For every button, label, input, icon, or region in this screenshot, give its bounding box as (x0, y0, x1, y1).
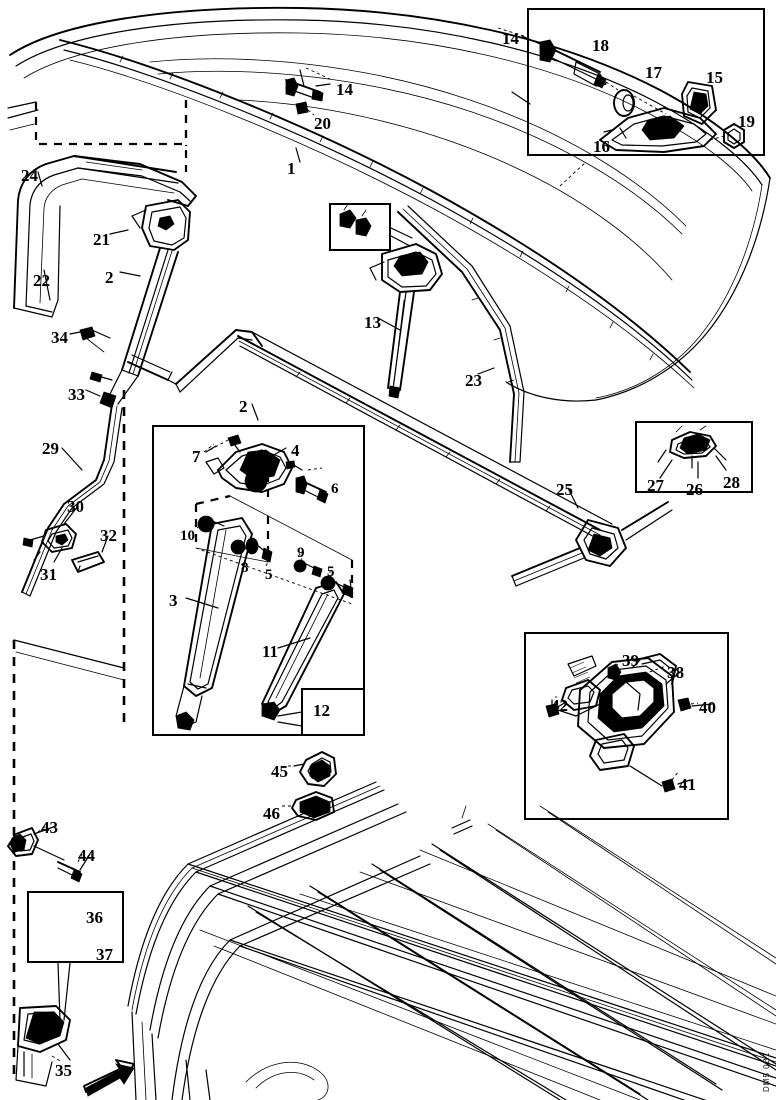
roof-frame-structure (127, 781, 776, 1100)
callout-number-29: 29 (42, 439, 59, 458)
callout-number-2: 2 (105, 268, 114, 287)
inset-bolt-detail-upper-right-art (497, 27, 745, 187)
callout-number-7: 7 (192, 447, 201, 466)
callout-number-2: 2 (239, 397, 248, 416)
callout-number-15: 15 (706, 68, 723, 87)
inset-hinge-detail-lower-left (27, 891, 124, 963)
inset-fastener-12 (301, 688, 365, 736)
callout-number-32: 32 (100, 526, 117, 545)
callout-number-8: 8 (241, 560, 249, 576)
rear-rail-23 (397, 205, 525, 463)
callout-number-11: 11 (262, 642, 279, 661)
inset-bracket-detail-right-art (657, 425, 727, 469)
inset-cylinder-assembly (152, 425, 365, 736)
side-rail-29 (21, 326, 123, 597)
callout-number-45: 45 (271, 762, 288, 781)
front-bow-assembly (7, 100, 197, 1080)
bracket-43-44 (7, 825, 83, 883)
callout-number-19: 19 (738, 112, 755, 131)
callout-number-5: 5 (265, 567, 273, 583)
callout-number-26: 26 (686, 480, 703, 499)
callout-number-21: 21 (93, 230, 110, 249)
callout-leader-lines (33, 83, 727, 1061)
callout-number-38: 38 (667, 663, 684, 682)
callout-number-17: 17 (645, 63, 662, 82)
callout-number-3: 3 (169, 591, 178, 610)
callout-number-39: 39 (622, 651, 639, 670)
callout-number-36: 36 (86, 908, 103, 927)
callout-number-22: 22 (33, 271, 50, 290)
inset-cylinder-assembly-art (175, 434, 354, 731)
callout-number-41: 41 (679, 775, 696, 794)
inset-pump-motor-assembly-art (545, 653, 699, 793)
callout-number-4: 4 (291, 441, 300, 460)
callout-number-9: 9 (297, 545, 305, 561)
callout-number-1: 1 (287, 159, 296, 178)
callout-number-23: 23 (465, 371, 482, 390)
top-cover-outline (9, 6, 771, 402)
inset-bracket-detail-right (635, 421, 753, 493)
inset-fastener-detail-small-art (339, 203, 413, 247)
callout-number-5: 5 (327, 564, 335, 580)
callout-number-46: 46 (263, 804, 280, 823)
callout-number-16: 16 (593, 137, 610, 156)
center-main-rail (127, 329, 673, 587)
clip-parts-45-46 (282, 751, 337, 821)
callout-number-14: 14 (502, 29, 519, 48)
callout-number-40: 40 (699, 698, 716, 717)
callout-number-35: 35 (55, 1061, 72, 1080)
callout-number-10: 10 (180, 528, 195, 544)
callout-number-37: 37 (96, 945, 113, 964)
watermark-code: DM5 0B1 (762, 1051, 771, 1092)
callout-number-28: 28 (723, 473, 740, 492)
callout-number-20: 20 (314, 114, 331, 133)
callout-number-14: 14 (336, 80, 353, 99)
callout-number-44: 44 (78, 846, 95, 865)
main-pivot-35 (15, 1005, 135, 1097)
callout-number-43: 43 (41, 818, 58, 837)
link-rod-14-top (285, 67, 333, 116)
callout-number-24: 24 (21, 166, 38, 185)
callout-number-27: 27 (647, 476, 664, 495)
callout-number-13: 13 (364, 313, 381, 332)
left-main-link (89, 199, 191, 409)
cylinder-13 (369, 243, 443, 399)
inset-pump-motor-assembly (524, 632, 729, 820)
callout-number-42: 42 (551, 696, 568, 715)
inset-bolt-detail-upper-right (527, 8, 765, 156)
callout-number-31: 31 (40, 565, 57, 584)
callout-number-33: 33 (68, 385, 85, 404)
callout-number-12: 12 (313, 701, 330, 720)
callout-number-6: 6 (331, 481, 339, 497)
callout-number-34: 34 (51, 328, 68, 347)
inset-fastener-detail-small (329, 203, 391, 251)
callout-number-18: 18 (592, 36, 609, 55)
callout-number-30: 30 (67, 497, 84, 516)
callout-number-25: 25 (556, 480, 573, 499)
